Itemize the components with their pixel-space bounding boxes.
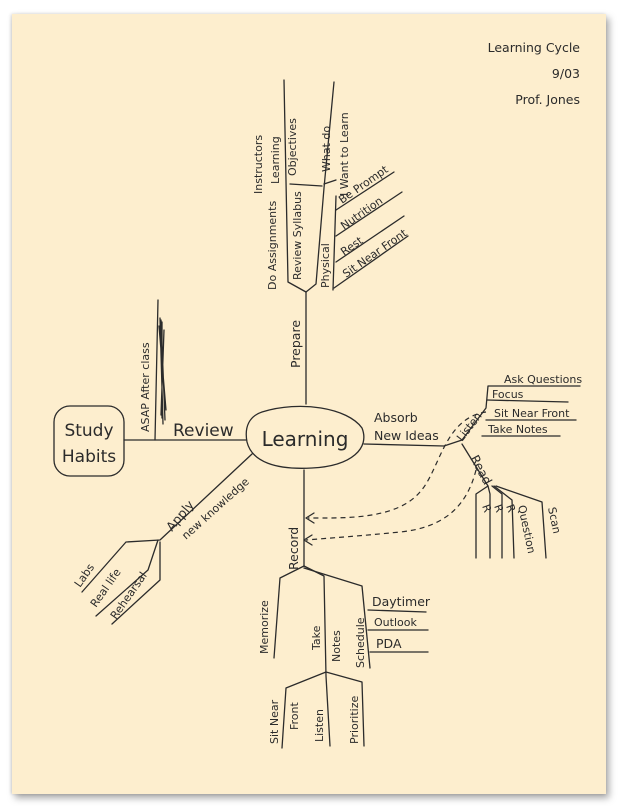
sit-near-stem — [281, 671, 327, 749]
feedback-arrow-read — [305, 469, 477, 541]
listen-stem — [461, 385, 581, 441]
do-assignments-label: Do Assignments — [266, 201, 279, 290]
daytimer-line — [367, 609, 427, 613]
record-sit-near-line1: Sit Near — [268, 699, 281, 744]
center-bubble — [245, 405, 365, 469]
focus-line — [486, 399, 569, 403]
nutrition-line — [335, 191, 403, 237]
absorb-branch — [363, 439, 463, 447]
be-prompt-line — [335, 171, 395, 211]
scan-stem — [495, 485, 547, 559]
absorb-label-line2: New Ideas — [374, 428, 439, 443]
absorb-label-line1: Absorb — [374, 410, 418, 425]
listen-item-ask: Ask Questions — [504, 373, 582, 386]
memorize-stem — [273, 565, 305, 659]
schedule-item-outlook: Outlook — [374, 616, 417, 629]
read-item-question: Question — [515, 504, 538, 555]
header-title: Learning Cycle — [488, 40, 581, 55]
read-stem — [461, 443, 489, 559]
physical-label: Physical — [319, 243, 332, 288]
read-label: Read — [467, 452, 495, 487]
read-item-scan: Scan — [545, 506, 563, 535]
header-author: Prof. Jones — [515, 92, 580, 107]
record-sit-near-line2: Front — [288, 701, 301, 730]
study-habits-box — [53, 405, 125, 477]
sit-near-front-line — [333, 235, 409, 289]
read-item-r3: R — [503, 503, 518, 515]
prioritize-stem — [325, 671, 365, 747]
listen-item-sit: Sit Near Front — [494, 407, 570, 420]
want-line2: I Want to Learn — [338, 112, 351, 196]
review-syllabus-label: Review Syllabus — [291, 191, 304, 280]
read-item-r2: R — [491, 503, 506, 515]
r3-stem — [491, 485, 503, 559]
review-label: Review — [173, 421, 234, 441]
header-date: 9/03 — [552, 66, 580, 81]
take-notes-line1: Take — [310, 625, 323, 651]
listen-item-focus: Focus — [492, 388, 524, 401]
study-habits-line2: Habits — [62, 447, 116, 467]
prepare-right-stem — [305, 81, 335, 293]
record-listen-label: Listen — [313, 709, 326, 742]
feedback-arrowhead-1 — [305, 512, 315, 524]
read-item-r1: R — [479, 503, 494, 515]
schedule-item-pda: PDA — [376, 636, 402, 651]
prepare-label: Prepare — [288, 320, 303, 368]
review-sub-branch — [154, 299, 159, 441]
paper-sheet — [12, 14, 606, 794]
feedback-arrow-listen — [307, 411, 487, 519]
schedule-stem — [303, 567, 371, 669]
listen-label: Listen — [454, 410, 485, 444]
apply-branch — [81, 453, 253, 593]
review-sub-label: ASAP After class — [139, 342, 152, 432]
rehearsal-line — [111, 541, 161, 625]
review-scribble — [158, 317, 167, 425]
record-label: Record — [286, 527, 301, 570]
rest-line — [335, 215, 405, 263]
schedule-item-daytimer: Daytimer — [372, 594, 431, 609]
memorize-label: Memorize — [258, 600, 271, 654]
schedule-label: Schedule — [354, 617, 367, 668]
r2-stem — [487, 485, 491, 559]
real-life-line — [95, 539, 159, 617]
apply-item-labs: Labs — [72, 561, 97, 590]
prepare-left-stem — [283, 79, 307, 293]
objectives-line3: Objectives — [286, 118, 299, 176]
question-stem — [493, 485, 515, 559]
want-line1: What do — [320, 126, 333, 172]
want-connector — [323, 179, 337, 185]
center-label: Learning — [262, 427, 349, 451]
study-habits-line1: Study — [64, 421, 113, 441]
prioritize-label: Prioritize — [348, 696, 361, 744]
physical-stem — [332, 195, 337, 291]
objectives-line2: Learning — [269, 136, 282, 184]
prepare-cross — [289, 183, 323, 187]
take-notes-line2: Notes — [330, 630, 343, 662]
objectives-line1: Instructors — [252, 135, 265, 194]
listen-item-notes: Take Notes — [487, 423, 548, 436]
